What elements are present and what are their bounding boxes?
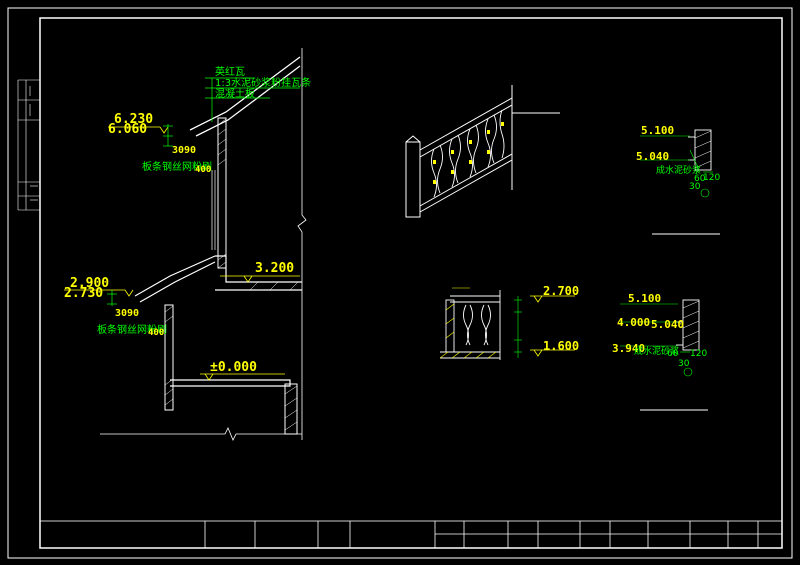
eave-b-elevation-3940: 3.940 (612, 342, 646, 355)
eave-b-note: 成水泥砂浆 (634, 347, 680, 357)
balcony-railing-hatch (439, 287, 497, 359)
stair-railing-elevation (405, 85, 560, 218)
eave-b-elevation-4000: 4.000 (617, 316, 651, 329)
eave-b-dim-120: 120 (690, 349, 708, 359)
elevation-1600: 1.600 (543, 339, 580, 353)
elevation-2700: 2.700 (543, 284, 580, 298)
eave-a-dim-30: 30 (689, 182, 701, 192)
wall-hatching (164, 118, 299, 431)
building-section (100, 48, 307, 441)
title-block (39, 520, 783, 549)
elevation-2730: 2.730 (64, 286, 104, 301)
elevation-3200: 3.200 (255, 261, 295, 276)
roof-note-line-2: 1:3水泥砂浆粉挂瓦条 (215, 78, 312, 89)
eave-a-note: 成水泥砂浆 (656, 166, 702, 176)
balcony-elevation-markers (530, 295, 575, 357)
dimension-3090-lower: 3090 (115, 308, 140, 319)
elevation-markers (64, 126, 300, 381)
elevation-6230: 6.230 (114, 112, 154, 127)
eave-b-dim-60: 60 (667, 349, 679, 359)
slab-note-lower: 板条钢丝网粉刷 (97, 325, 167, 336)
elevation-2900: 2.900 (70, 276, 110, 291)
dimension-400-upper: 400 (195, 165, 212, 175)
elevation-6060: 6.060 (108, 122, 148, 137)
eave-detail-b-leaders (620, 303, 693, 377)
eave-a-dim-60: 60 (694, 174, 706, 184)
roof-note-line-1: 英红瓦 (215, 67, 245, 78)
balcony-railing-detail (440, 290, 501, 360)
eave-a-dim-120: 120 (703, 173, 721, 183)
eave-b-elevation-5040: 5.040 (651, 318, 685, 331)
roof-note-line-3: 混凝土板 (215, 89, 255, 100)
eave-detail-a (652, 129, 720, 235)
eave-a-elevation-5040: 5.040 (636, 150, 670, 163)
dimension-400-lower: 400 (148, 328, 165, 338)
left-binding-strip (17, 79, 40, 211)
eave-detail-a-leaders (640, 135, 713, 198)
eave-detail-b-hatch (682, 300, 700, 349)
eave-b-dim-30: 30 (678, 359, 690, 369)
balcony-dimension-chain (514, 296, 522, 358)
elevation-ground: ±0.000 (210, 360, 257, 375)
annotation-leaders (107, 77, 300, 306)
drawing-frame (7, 7, 793, 559)
eave-b-elevation-5100: 5.100 (628, 292, 662, 305)
stair-baluster-accents (433, 122, 504, 184)
stair-balusters (431, 109, 505, 198)
dimension-3090-upper: 3090 (172, 145, 197, 156)
eave-a-elevation-5100: 5.100 (641, 124, 675, 137)
slab-note-upper: 板条钢丝网粉刷 (142, 162, 212, 173)
eave-detail-a-hatch (694, 130, 712, 169)
